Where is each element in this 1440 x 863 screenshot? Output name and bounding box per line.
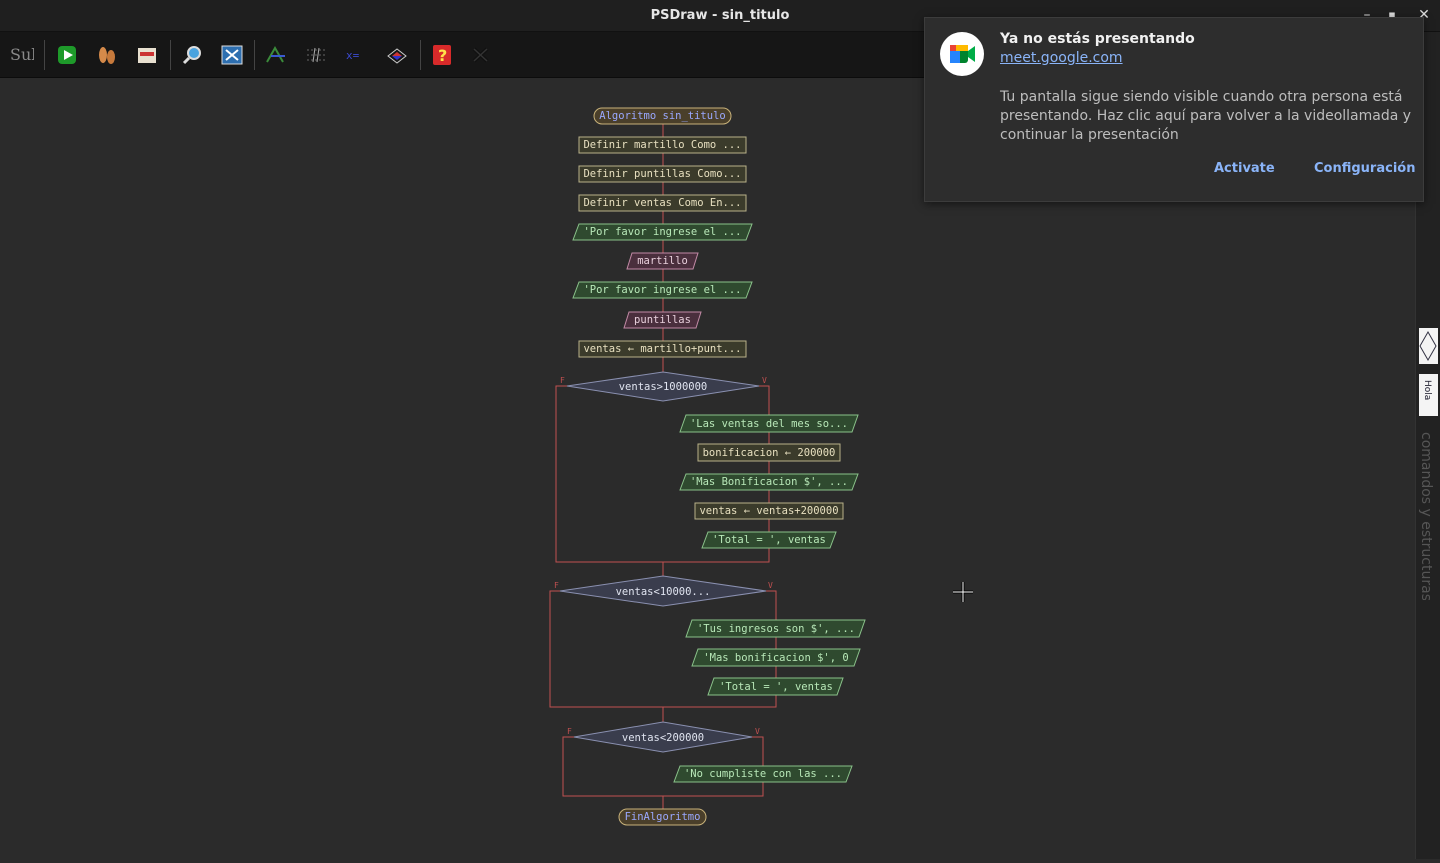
notification-title: Ya no estás presentando [1000, 31, 1195, 47]
help-icon[interactable]: ? [429, 42, 455, 68]
export-icon[interactable] [134, 42, 160, 68]
settings-button[interactable]: Configuración [1314, 161, 1416, 176]
toolbar-separator [254, 40, 255, 70]
condition-node[interactable]: ventas<200000 [573, 721, 753, 753]
process-label: Definir martillo Como ... [583, 139, 741, 151]
title-bar: PSDraw - sin_titulo – ▪ ✕ [0, 0, 1440, 32]
output-label: 'Por favor ingrese el ... [583, 284, 741, 296]
process-label: Definir ventas Como En... [583, 197, 741, 209]
flowchart: Algoritmo sin_titulo Definir martillo Co… [549, 107, 973, 826]
toolbar-separator [420, 40, 421, 70]
side-panel-label[interactable]: comandos y estructuras [1418, 430, 1436, 601]
side-panel-flowchart-tab[interactable] [1419, 328, 1438, 364]
process-node[interactable]: ventas ← martillo+punt... [578, 340, 747, 358]
minimize-icon[interactable]: – [1363, 7, 1371, 23]
output-label: 'Total = ', ventas [719, 681, 833, 693]
start-label: Algoritmo sin_titulo [599, 110, 725, 122]
svg-text:x=: x= [346, 49, 360, 62]
notification-source-link[interactable]: meet.google.com [1000, 50, 1123, 66]
maximize-icon[interactable]: ▪ [1388, 8, 1396, 21]
process-node[interactable]: Definir martillo Como ... [578, 136, 747, 154]
output-node[interactable]: 'Las ventas del mes so... [679, 414, 859, 433]
condition-node[interactable]: ventas>1000000 [566, 371, 760, 402]
false-label: F [567, 727, 572, 736]
output-node[interactable]: 'No cumpliste con las ... [673, 765, 853, 783]
process-node[interactable]: ventas ← ventas+200000 [694, 502, 844, 520]
close-window-icon[interactable]: ✕ [1418, 7, 1430, 23]
run-icon[interactable] [54, 42, 80, 68]
output-node[interactable]: 'Por favor ingrese el ... [572, 281, 753, 299]
svg-text:Sub: Sub [10, 45, 34, 64]
variables-icon[interactable]: x= [342, 42, 368, 68]
output-label: 'Total = ', ventas [712, 534, 826, 546]
svg-text:?: ? [438, 46, 447, 65]
notification-body: Tu pantalla sigue siendo visible cuando … [1000, 89, 1412, 143]
output-node[interactable]: 'Total = ', ventas [707, 677, 844, 696]
comment-icon[interactable] [303, 42, 329, 68]
input-label: puntillas [634, 314, 691, 326]
start-node[interactable]: Algoritmo sin_titulo [593, 107, 732, 125]
process-label: ventas ← ventas+200000 [699, 505, 838, 517]
flowchart-canvas[interactable]: Algoritmo sin_titulo Definir martillo Co… [0, 78, 1415, 859]
process-node[interactable]: bonificacion ← 200000 [697, 443, 841, 462]
output-label: 'Mas bonificacion $', 0 [703, 652, 848, 664]
output-node[interactable]: 'Total = ', ventas [701, 531, 837, 549]
input-node[interactable]: martillo [626, 252, 699, 270]
process-label: ventas ← martillo+punt... [583, 343, 741, 355]
output-label: 'Por favor ingrese el ... [583, 226, 741, 238]
process-node[interactable]: Definir puntillas Como... [578, 165, 747, 183]
process-label: bonificacion ← 200000 [703, 447, 836, 459]
meet-notification[interactable]: Ya no estás presentando meet.google.com … [924, 17, 1424, 202]
mouse-cursor-icon [953, 582, 973, 602]
sub-icon[interactable]: Sub [8, 42, 42, 68]
step-icon[interactable] [94, 42, 120, 68]
color-icon[interactable] [384, 42, 410, 68]
condition-label: ventas<200000 [622, 732, 704, 744]
output-label: 'No cumpliste con las ... [684, 768, 842, 780]
output-node[interactable]: 'Mas bonificacion $', 0 [691, 648, 861, 667]
process-node[interactable]: Definir ventas Como En... [578, 194, 747, 212]
input-label: martillo [637, 255, 688, 267]
condition-node[interactable]: ventas<10000... [559, 575, 767, 607]
toolbar-separator [170, 40, 171, 70]
true-label: V [768, 581, 773, 590]
condition-label: ventas>1000000 [619, 381, 708, 393]
condition-label: ventas<10000... [616, 586, 711, 598]
true-label: V [755, 727, 760, 736]
style-icon[interactable] [263, 42, 289, 68]
output-label: 'Mas Bonificacion $', ... [690, 476, 848, 488]
google-meet-icon [940, 32, 984, 76]
activate-button[interactable]: Activate [1214, 161, 1275, 176]
toolbar-separator [44, 40, 45, 70]
window-title: PSDraw - sin_titulo [650, 8, 790, 23]
svg-text:Hola: Hola [1422, 380, 1432, 400]
input-node[interactable]: puntillas [623, 311, 702, 329]
output-label: 'Tus ingresos son $', ... [697, 623, 855, 635]
true-label: V [762, 376, 767, 385]
close-icon[interactable] [468, 42, 494, 68]
output-label: 'Las ventas del mes so... [690, 418, 848, 430]
end-node[interactable]: FinAlgoritmo [618, 808, 707, 826]
zoom-icon[interactable] [180, 42, 206, 68]
svg-text:comandos y estructuras: comandos y estructuras [1418, 432, 1434, 600]
output-node[interactable]: 'Tus ingresos son $', ... [685, 619, 866, 638]
output-node[interactable]: 'Por favor ingrese el ... [572, 223, 753, 241]
false-label: F [554, 581, 559, 590]
process-label: Definir puntillas Como... [583, 168, 741, 180]
end-label: FinAlgoritmo [625, 811, 701, 823]
side-panel-hola-tab[interactable]: Hola [1419, 374, 1438, 416]
false-label: F [560, 376, 565, 385]
output-node[interactable]: 'Mas Bonificacion $', ... [679, 473, 859, 491]
fit-icon[interactable] [219, 42, 245, 68]
